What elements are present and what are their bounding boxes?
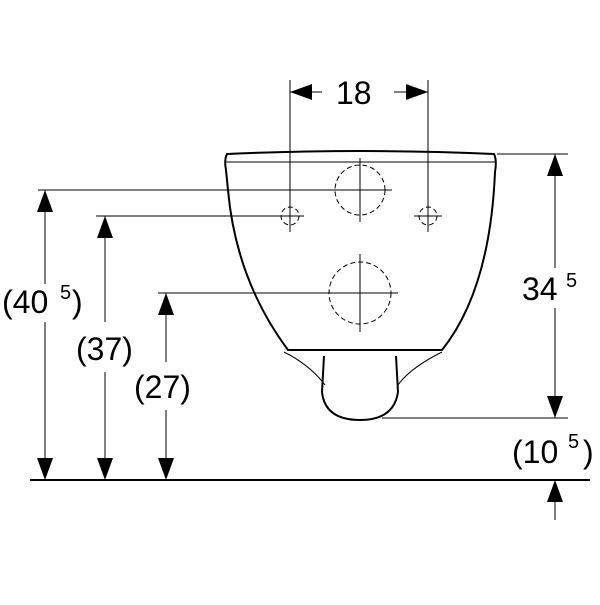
dim-10-sup: 5 xyxy=(568,431,579,453)
right-fixing-hole xyxy=(414,202,442,232)
dim-40-close: ) xyxy=(72,284,83,320)
dim-inlet-height: (27) xyxy=(134,293,191,480)
dim-bowl-height: 34 5 xyxy=(522,154,577,418)
extension-lines xyxy=(38,80,568,419)
lower-outlet-hole xyxy=(322,254,398,332)
dim-37-label: (37) xyxy=(76,331,133,367)
dim-outlet-height: (10 5 ) xyxy=(512,431,594,520)
dim-34-label: 34 xyxy=(522,271,558,307)
dim-18-label: 18 xyxy=(336,75,372,111)
upper-inlet-hole xyxy=(328,158,392,222)
left-fixing-hole xyxy=(276,202,304,232)
dim-40-sup: 5 xyxy=(60,282,71,304)
dim-27-label: (27) xyxy=(134,369,191,405)
dim-top-height: (40 5 ) xyxy=(2,190,83,480)
dim-40-open: (40 xyxy=(2,284,48,320)
dim-hole-spacing: 18 xyxy=(290,75,428,111)
dim-10-open: (10 xyxy=(512,434,558,470)
dim-fixing-height: (37) xyxy=(76,216,133,480)
dim-34-sup: 5 xyxy=(566,270,577,292)
dim-10-close: ) xyxy=(583,434,594,470)
